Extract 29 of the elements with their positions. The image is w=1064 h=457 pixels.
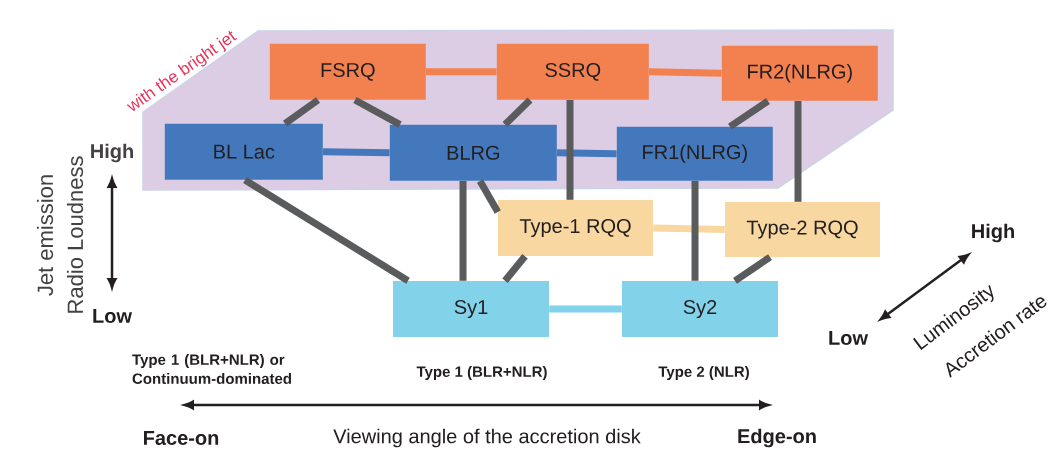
axis-title: Viewing angle of the accretion disk (333, 428, 641, 448)
type-label: Type 1 (BLR+NLR) or Continuum-dominated (132, 354, 291, 384)
connector-line (502, 97, 533, 128)
scale-label: Face-on (144, 431, 219, 445)
connector-line (283, 97, 321, 127)
object-box: Sy1 (393, 281, 549, 337)
scale-label: Low (829, 331, 869, 345)
scale-label: Low (93, 309, 133, 323)
object-box: FR2(NLRG) (721, 45, 878, 101)
connector-line (733, 254, 772, 284)
axis-title: Jet emission (36, 175, 54, 296)
connector-line (353, 96, 402, 128)
object-box: FSRQ (269, 43, 426, 100)
object-box: Sy2 (622, 281, 778, 337)
scale-label: High (972, 223, 1014, 243)
object-box: Type-2 RQQ (725, 202, 880, 257)
object-box: Type-1 RQQ (498, 200, 653, 256)
axis-title: Radio Loudness (66, 156, 84, 313)
scale-label: Edge-on (738, 428, 816, 448)
connector-line (243, 177, 410, 284)
type-label: Type 1 (BLR+NLR) (416, 366, 547, 380)
object-box: BL Lac (164, 123, 323, 180)
object-box: FR1(NLRG) (616, 126, 773, 181)
object-box: SSRQ (496, 43, 649, 100)
connector-line (728, 98, 770, 130)
connector-line (476, 179, 501, 214)
scale-label: High (91, 143, 133, 163)
object-box: BLRG (389, 124, 557, 181)
type-label: Type 2 (NLR) (658, 366, 749, 380)
